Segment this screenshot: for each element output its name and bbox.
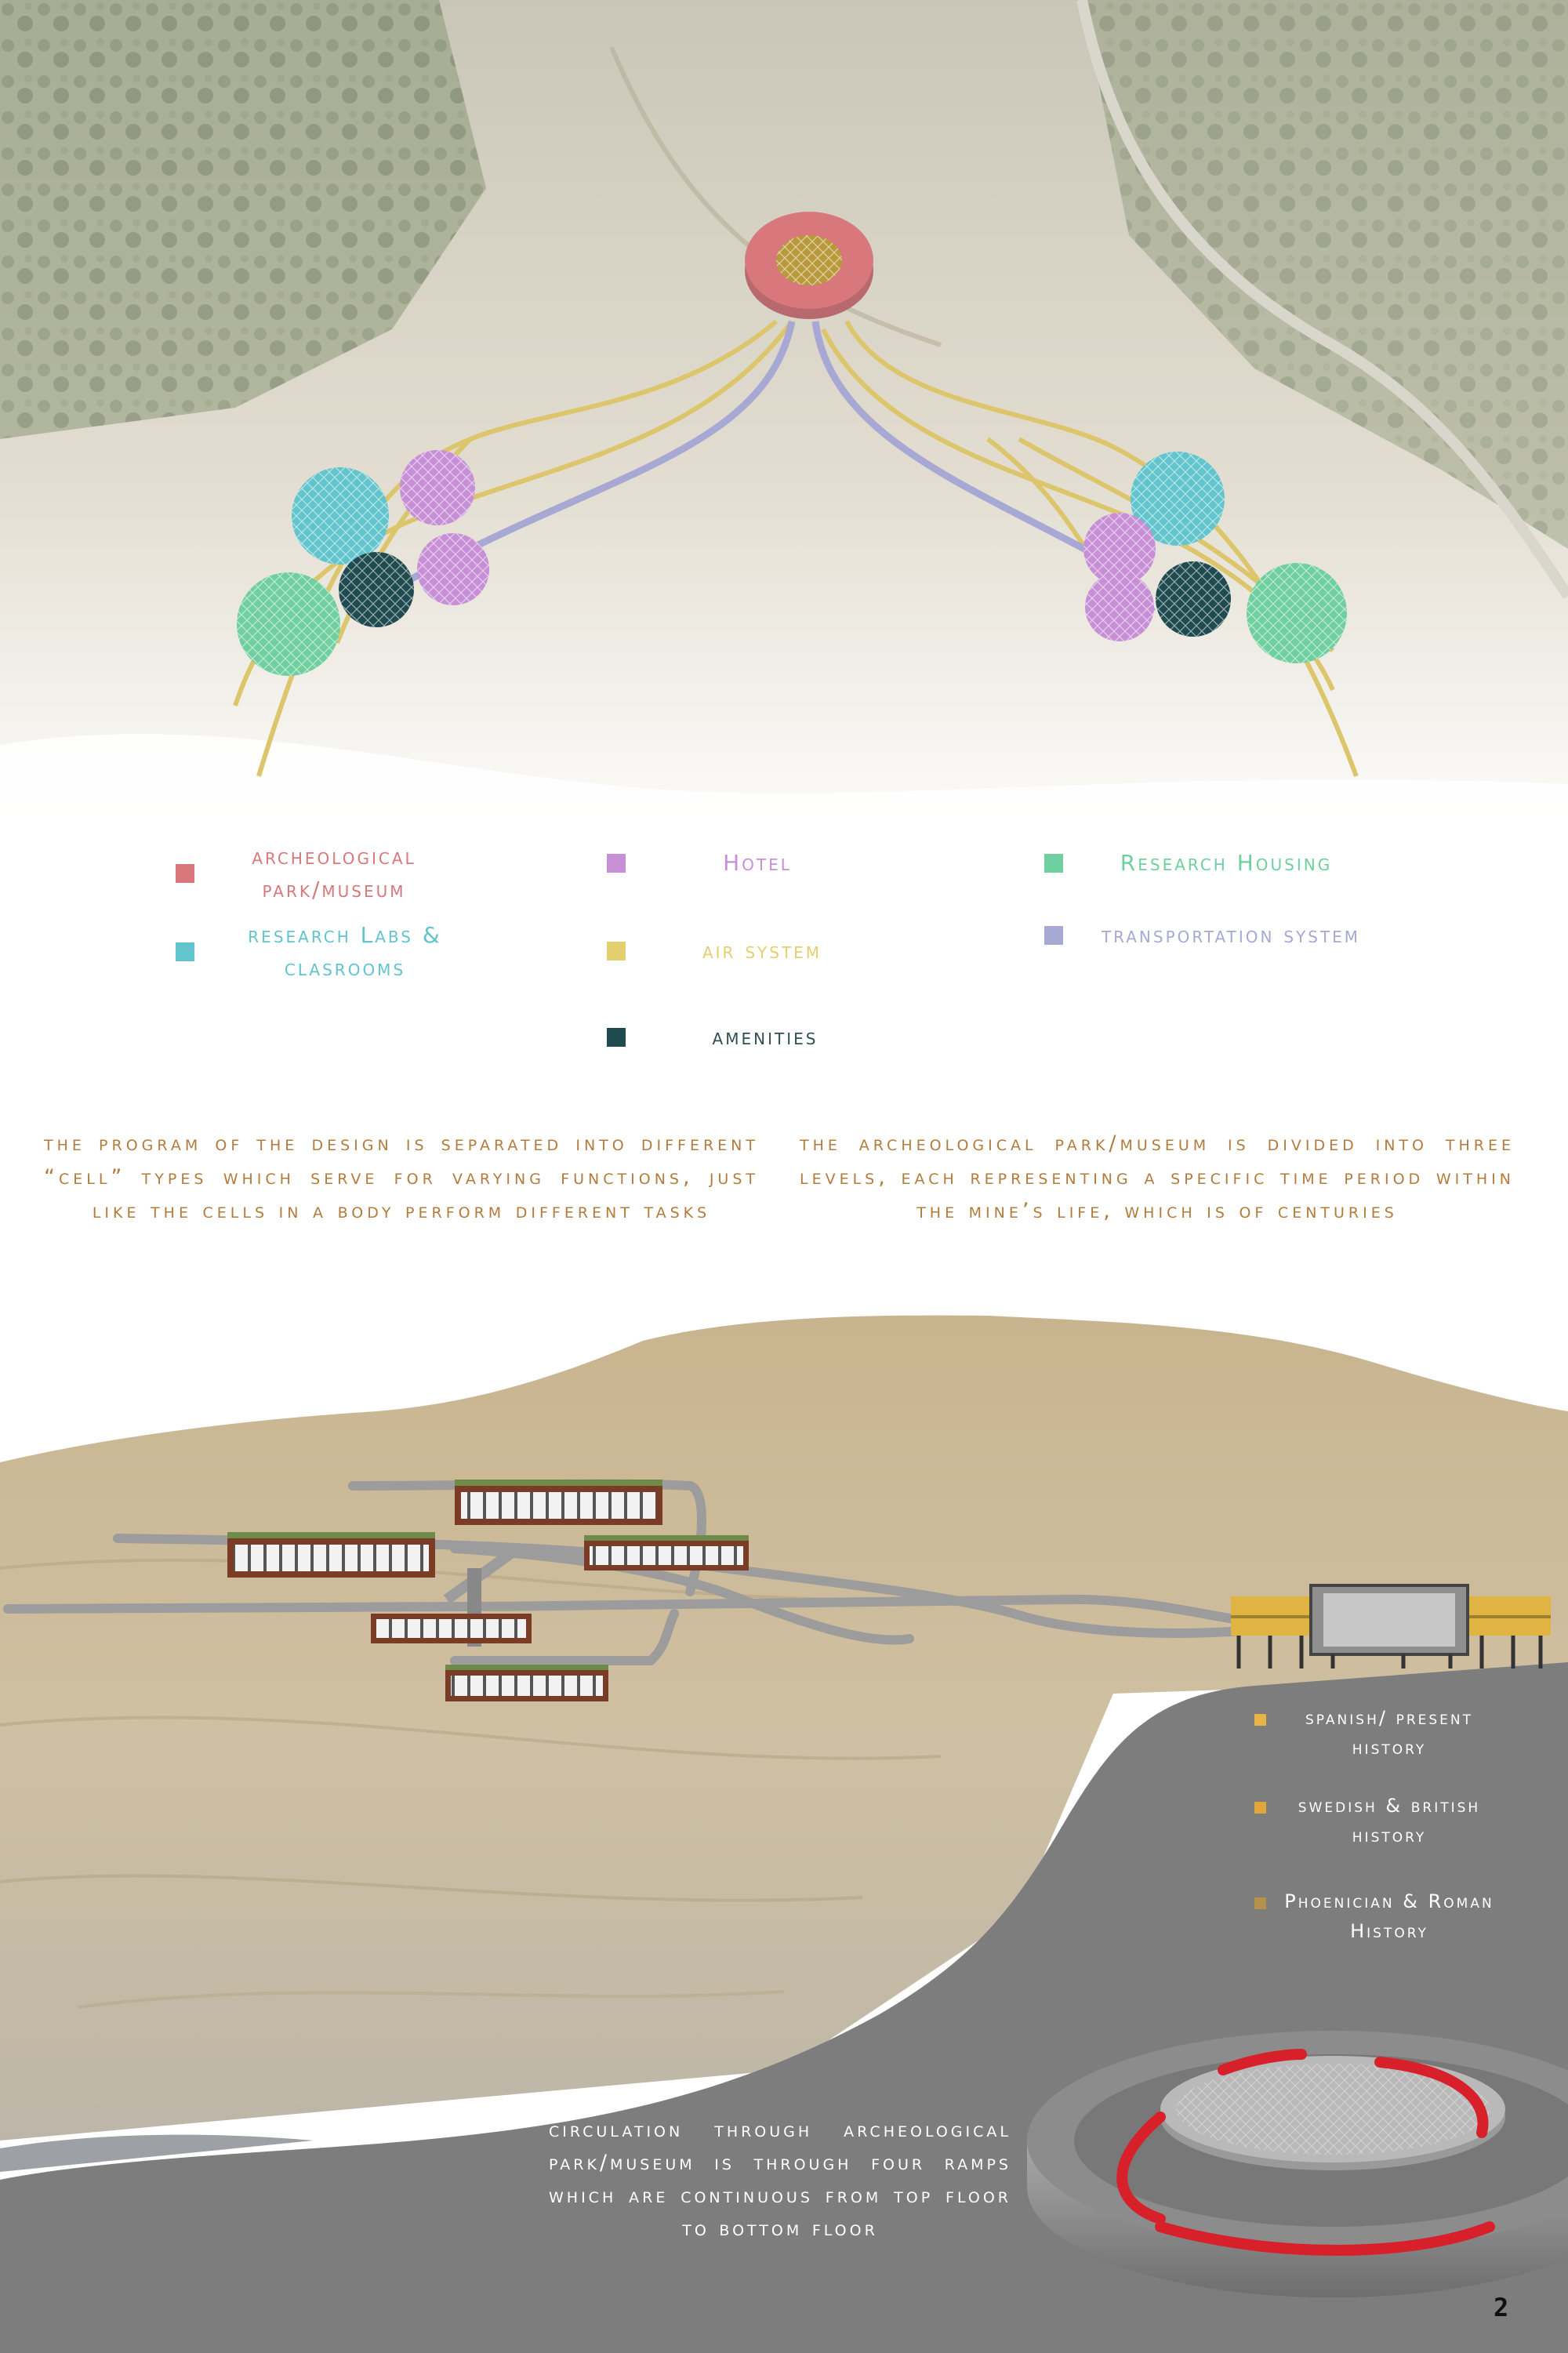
history-label: Phoenician & Roman History — [1284, 1890, 1494, 1942]
legend-label: Hotel — [723, 850, 792, 876]
legend-label: archeological park/museum — [252, 844, 416, 902]
legend-item-research-labs: research Labs & clasrooms — [176, 919, 478, 985]
cell-network-diagram — [233, 212, 1359, 778]
circulation-paragraph: circulation through archeological park/m… — [549, 2118, 1011, 2241]
legend-label: transportation system — [1101, 922, 1361, 948]
history-item-phoenician: Phoenician & Roman History — [1254, 1886, 1511, 1946]
program-paragraph: the program of the design is separated i… — [44, 1131, 759, 1223]
legend-swatch — [607, 942, 626, 960]
right-cell-cluster — [1083, 452, 1347, 663]
legend-item-transportation: transportation system — [1044, 919, 1364, 952]
page-number: 2 — [1494, 2293, 1509, 2322]
legend-label: air system — [702, 938, 822, 964]
legend-item-hotel: Hotel — [607, 847, 851, 880]
history-item-spanish: spanish/ present history — [1254, 1703, 1511, 1763]
museum-cell — [745, 212, 873, 319]
legend-swatch — [1044, 926, 1063, 945]
levels-paragraph: the archeological park/museum is divided… — [800, 1131, 1515, 1223]
history-label: swedish & british history — [1298, 1795, 1481, 1846]
legend-label: research Labs & clasrooms — [248, 922, 442, 981]
legend-swatch — [607, 854, 626, 873]
legend-label: Research Housing — [1120, 850, 1333, 876]
legend-swatch — [607, 1028, 626, 1047]
legend-swatch — [176, 942, 194, 961]
museum-ramp-model — [1027, 2031, 1568, 2297]
aerial-site-photo — [0, 0, 1568, 862]
legend-label: amenities — [712, 1024, 818, 1050]
history-swatch — [1254, 1897, 1266, 1909]
legend-item-research-housing: Research Housing — [1044, 847, 1375, 880]
legend-item-amenities: amenities — [607, 1021, 851, 1054]
legend-item-museum: archeological park/museum — [176, 841, 452, 906]
history-item-swedish: swedish & british history — [1254, 1791, 1511, 1850]
section-buildings — [3, 1479, 1551, 1701]
legend-swatch — [1044, 854, 1063, 873]
legend-item-air-system: air system — [607, 935, 864, 968]
history-swatch — [1254, 1802, 1266, 1814]
legend-swatch — [176, 864, 194, 883]
history-swatch — [1254, 1714, 1266, 1726]
history-label: spanish/ present history — [1305, 1707, 1474, 1759]
museum-section — [1231, 1584, 1551, 1669]
left-cell-cluster — [237, 450, 489, 676]
